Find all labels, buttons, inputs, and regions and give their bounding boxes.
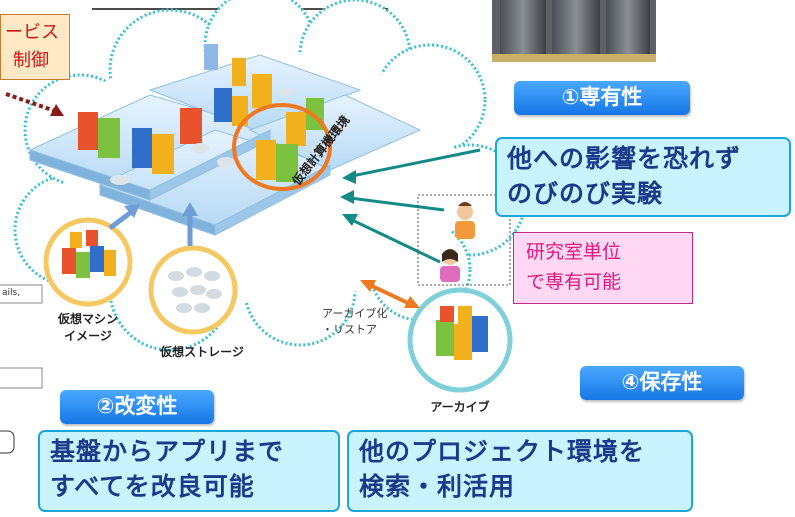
highlight-circle (232, 103, 332, 191)
archive-circle (407, 287, 513, 393)
archive-restore-line2: ・リストア (322, 323, 377, 336)
user-icon-1 (455, 202, 475, 239)
left-partial-box (0, 284, 43, 304)
vm-image-circle (43, 217, 133, 307)
user-icon-2 (440, 249, 460, 282)
exclusivity-line1: 他への影響を恐れず (507, 144, 742, 173)
archive-restore-label: アーカイブ化 ・リストア (322, 305, 387, 337)
server-room-photo (492, 0, 656, 62)
preservation-line2: 検索・利活用 (359, 472, 516, 501)
users-box (417, 194, 511, 286)
exclusivity-tag: ①専有性 (514, 81, 690, 115)
lab-exclusive-note: 研究室単位 で専有可能 (513, 232, 693, 304)
service-control-box: ービス 制御 (0, 14, 70, 80)
preservation-line1: 他のプロジェクト環境を (359, 437, 646, 466)
service-control-line1: ービス (5, 22, 59, 43)
storage-circle (148, 245, 238, 335)
modifiability-tag: ②改変性 (60, 390, 214, 424)
archive-restore-line1: アーカイブ化 (322, 307, 388, 320)
vm-image-label-line1: 仮想マシン (57, 312, 118, 326)
exclusivity-line2: のびのび実験 (507, 179, 664, 208)
vm-blocks (78, 44, 348, 185)
lab-exclusive-line1: 研究室単位 (526, 241, 622, 263)
vm-image-label: 仮想マシン イメージ (48, 310, 128, 344)
lab-exclusive-line2: で専有可能 (526, 271, 622, 293)
modifiability-description-box: 基盤からアプリまで すべてを改良可能 (38, 430, 340, 512)
partial-text: ails, (2, 288, 21, 298)
archive-label: アーカイブ (430, 400, 490, 414)
modifiability-line2: すべてを改良可能 (50, 472, 255, 501)
exclusivity-description-box: 他への影響を恐れず のびのび実験 (495, 137, 791, 217)
preservation-tag: ④保存性 (580, 366, 744, 400)
service-control-line2: 制御 (13, 50, 49, 71)
modifiability-line1: 基盤からアプリまで (50, 437, 285, 466)
storage-label: 仮想ストレージ (160, 345, 244, 359)
preservation-description-box: 他のプロジェクト環境を 検索・利活用 (347, 430, 693, 512)
vm-image-label-line2: イメージ (64, 329, 112, 343)
